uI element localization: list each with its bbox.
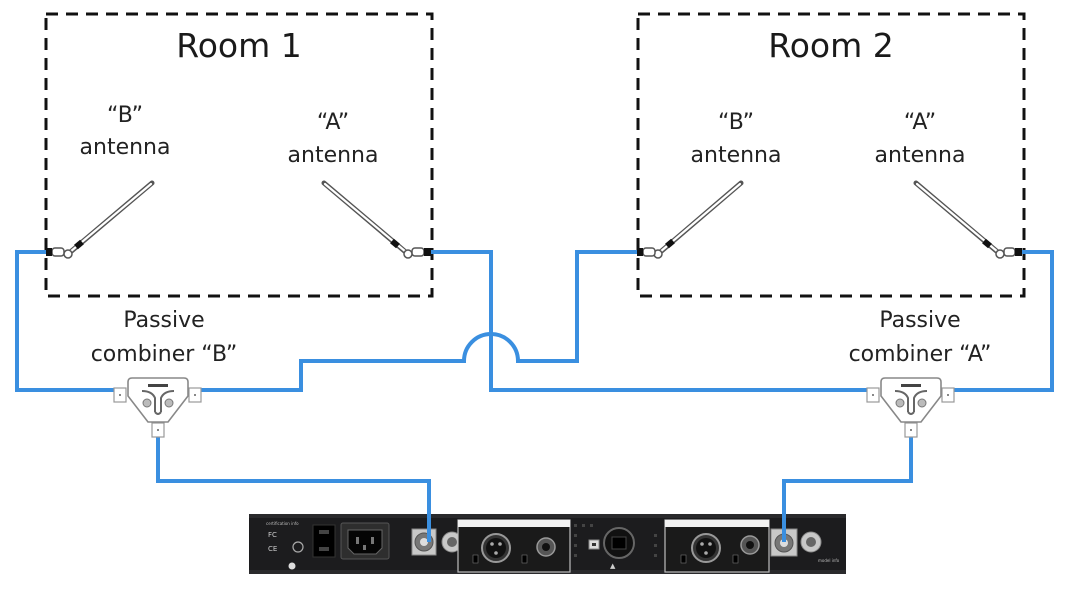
room-2-antenna-b-label-line2: antenna bbox=[691, 143, 782, 168]
ce-mark: CE bbox=[268, 545, 277, 553]
room-2-boundary bbox=[636, 12, 1026, 298]
room-1-antenna-b-label-line2: antenna bbox=[80, 135, 171, 160]
antenna-icon bbox=[321, 180, 431, 259]
combiner-b: Passive combiner “B” bbox=[91, 308, 238, 438]
combiner-b-label-line1: Passive bbox=[123, 308, 204, 333]
cable-combiner-a-to-receiver bbox=[782, 436, 913, 542]
antenna-icon bbox=[637, 180, 744, 259]
room-2-antenna-a-label-line1: “A” bbox=[904, 110, 936, 135]
cable-room2-a-to-combiner-a bbox=[952, 250, 1054, 392]
room-2: Room 2 “B” antenna “A” antenna bbox=[636, 12, 1026, 298]
receiver-2-outputs bbox=[664, 519, 770, 573]
combiner-b-label-line2: combiner “B” bbox=[91, 342, 238, 367]
room-2-antenna-b-label-line1: “B” bbox=[718, 110, 754, 135]
combiner-icon bbox=[866, 377, 955, 438]
combiner-a: Passive combiner “A” bbox=[849, 308, 992, 438]
power-inlet-icon bbox=[312, 522, 390, 560]
svg-text:model info: model info bbox=[818, 558, 840, 563]
room-1-antenna-b-label-line1: “B” bbox=[107, 103, 143, 128]
room-1: Room 1 “B” antenna “A” antenna bbox=[44, 12, 434, 298]
antenna-icon bbox=[46, 180, 155, 259]
svg-text:▲: ▲ bbox=[610, 562, 616, 570]
cable-room1-a-to-combiner-a bbox=[431, 250, 879, 392]
cables bbox=[15, 250, 1054, 542]
receiver-1-outputs bbox=[457, 519, 571, 573]
combiner-icon bbox=[113, 377, 202, 438]
antenna-icon bbox=[913, 180, 1022, 259]
svg-text:certification info: certification info bbox=[266, 521, 299, 526]
fcc-mark: FC bbox=[268, 531, 277, 539]
receiver-icon: certification info FC CE bbox=[249, 514, 846, 574]
cable-combiner-b-to-receiver bbox=[156, 436, 431, 542]
cable-combiner-b-to-room2-b bbox=[196, 250, 637, 392]
combiner-a-label-line1: Passive bbox=[879, 308, 960, 333]
room-1-antenna-a-label-line1: “A” bbox=[317, 110, 349, 135]
room-1-antenna-a-label-line2: antenna bbox=[288, 143, 379, 168]
combiner-a-label-line2: combiner “A” bbox=[849, 342, 992, 367]
room-1-boundary bbox=[44, 12, 434, 298]
xlr-connector-icon bbox=[691, 533, 721, 563]
room-2-antenna-a-label-line2: antenna bbox=[875, 143, 966, 168]
network-section: ▲ bbox=[574, 524, 657, 570]
room-1-title: Room 1 bbox=[176, 26, 301, 65]
cable-room1-b-to-combiner-b bbox=[15, 250, 118, 392]
room-2-title: Room 2 bbox=[768, 26, 893, 65]
bnc-connector-icon bbox=[770, 528, 822, 557]
xlr-connector-icon bbox=[481, 533, 511, 563]
